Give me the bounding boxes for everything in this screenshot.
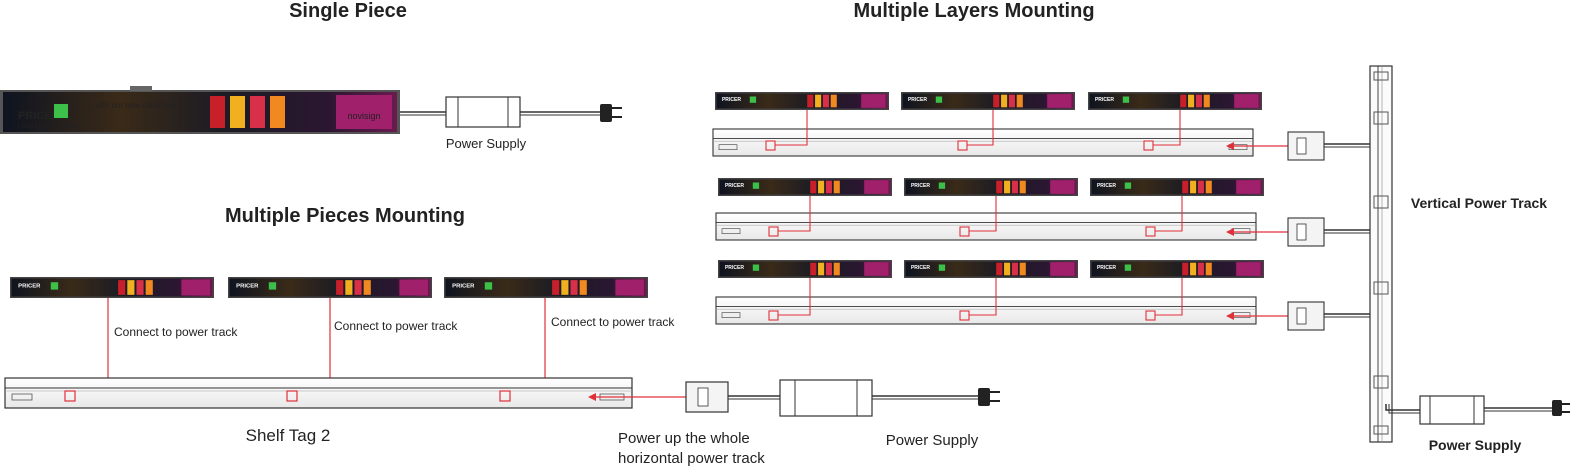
display-brand: PRICER <box>18 284 41 290</box>
piece-display-2: PRICER <box>228 277 432 298</box>
layer-connect-line <box>1155 278 1183 316</box>
display-brand: PRICER <box>911 183 930 189</box>
brand-arrow-icon <box>484 282 493 290</box>
layer-1-display-1: PRICER <box>715 92 889 110</box>
display-brand: PRICER <box>908 97 927 103</box>
plug-icon <box>978 388 990 406</box>
layer-connect-line <box>778 196 811 232</box>
layer-3-display-3: PRICER <box>1090 260 1264 278</box>
piece-display-3: PRICER <box>444 277 648 298</box>
brand-arrow-icon <box>938 264 946 271</box>
layer-connect-line <box>778 278 811 316</box>
display-brand: PRICER <box>911 265 930 271</box>
brand-arrow-icon <box>50 282 59 290</box>
layer-1-track <box>712 128 1254 157</box>
horizontal-power-track <box>4 377 633 409</box>
pieces-power-supply-box <box>779 379 873 417</box>
display-brand: PRICER <box>722 97 741 103</box>
piece-display-1: PRICER <box>10 277 214 298</box>
single-cable <box>400 96 622 128</box>
display-brand: PRICER <box>452 284 475 290</box>
plug-icon <box>1552 400 1562 416</box>
single-logo: novisign <box>347 111 380 121</box>
connect-label-2: Connect to power track <box>334 319 458 333</box>
brand-arrow-icon <box>1122 96 1130 103</box>
brand-arrow-icon <box>1124 182 1132 189</box>
brand-arrow-icon <box>1124 264 1132 271</box>
layer-row-2: PRICER PRICER PRICER <box>715 178 1388 247</box>
pieces-connect-lines <box>107 298 546 392</box>
layer-3-display-2: PRICER <box>904 260 1078 278</box>
layer-1-display-2: PRICER <box>901 92 1075 110</box>
display-brand: PRICER <box>725 183 744 189</box>
display-brand: PRICER <box>1095 97 1114 103</box>
layer-2-display-1: PRICER <box>718 178 892 196</box>
shelf-tag-label: Shelf Tag 2 <box>246 426 331 445</box>
brand-arrow-icon <box>938 182 946 189</box>
brand-arrow-icon <box>54 104 68 118</box>
single-power-supply-label: Power Supply <box>446 136 527 151</box>
layer-connect-line <box>969 278 997 316</box>
brand-arrow-icon <box>752 264 760 271</box>
single-brand: PRICER <box>18 110 60 122</box>
layer-2-display-3: PRICER <box>1090 178 1264 196</box>
power-up-line1: Power up the whole <box>618 430 750 447</box>
layer-2-display-2: PRICER <box>904 178 1078 196</box>
display-brand: PRICER <box>1097 183 1116 189</box>
brand-arrow-icon <box>268 282 277 290</box>
layers-power-supply-label: Power Supply <box>1429 437 1522 453</box>
display-brand: PRICER <box>236 284 259 290</box>
layer-connect-line <box>967 110 994 146</box>
layer-connect-line <box>1153 110 1181 146</box>
layer-connect-line <box>1155 196 1183 232</box>
layers-power-supply-box <box>1419 395 1485 425</box>
display-brand: PRICER <box>725 265 744 271</box>
layer-3-display-1: PRICER <box>718 260 892 278</box>
title-single-piece: Single Piece <box>289 0 407 22</box>
brand-arrow-icon <box>935 96 943 103</box>
vertical-power-track <box>1369 65 1393 443</box>
display-brand: PRICER <box>1097 265 1116 271</box>
single-promo: with our new collection <box>94 101 175 110</box>
layer-3-track <box>715 296 1257 325</box>
single-piece-display: PRICER LUXX Light Technology with our ne… <box>0 86 400 134</box>
pieces-displays: PRICER PRICER PRICER <box>10 277 648 298</box>
pieces-power-supply-label: Power Supply <box>886 432 979 449</box>
brand-arrow-icon <box>752 182 760 189</box>
single-brand-sub: LUXX Light Technology <box>18 124 80 130</box>
pieces-track-connector <box>685 379 1000 417</box>
plug-icon <box>600 104 612 122</box>
title-multiple-layers: Multiple Layers Mounting <box>853 0 1094 22</box>
single-power-supply-box <box>445 96 521 128</box>
layer-row-1: PRICER PRICER PRICER <box>712 92 1388 161</box>
layer-1-display-3: PRICER <box>1088 92 1262 110</box>
connect-label-1: Connect to power track <box>114 325 238 339</box>
layers-power-supply <box>1385 395 1570 425</box>
layer-connect-line <box>775 110 808 146</box>
connect-label-3: Connect to power track <box>551 315 675 329</box>
title-multiple-pieces: Multiple Pieces Mounting <box>225 205 465 227</box>
brand-arrow-icon <box>749 96 757 103</box>
power-up-line2: horizontal power track <box>618 450 765 467</box>
vertical-power-track-label: Vertical Power Track <box>1411 195 1547 211</box>
layer-row-3: PRICER PRICER PRICER <box>715 260 1388 331</box>
layer-connect-line <box>969 196 997 232</box>
layer-2-track <box>715 212 1257 241</box>
